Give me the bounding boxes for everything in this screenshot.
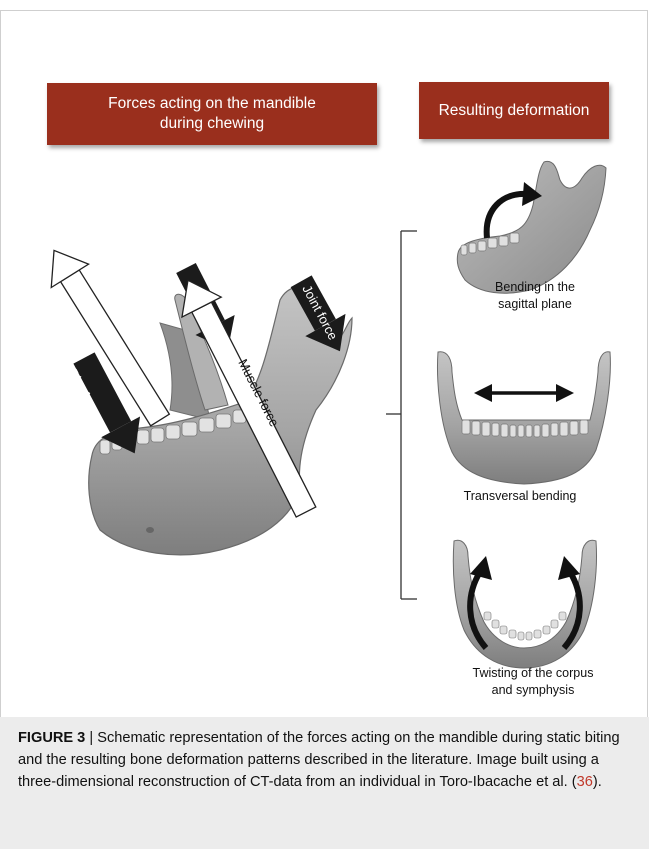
transversal-bending-arrow (474, 384, 574, 402)
sagittal-bending-caption: Bending in the sagittal plane (455, 279, 615, 313)
twisting-mandible-image (453, 540, 596, 668)
twisting-caption-line2: and symphysis (428, 682, 638, 699)
transversal-bending-caption: Transversal bending (420, 488, 620, 505)
twisting-caption: Twisting of the corpus and symphysis (428, 665, 638, 699)
twisting-caption-line1: Twisting of the corpus (428, 665, 638, 682)
caption-separator: | (85, 730, 97, 746)
transversal-mandible-image (438, 352, 611, 484)
sagittal-caption-line2: sagittal plane (455, 296, 615, 313)
figure-label: FIGURE 3 (18, 730, 85, 746)
figure-illustration: Bite force Muscle force Joint force (0, 0, 649, 717)
deformation-bracket (386, 231, 417, 599)
sagittal-mandible-image (457, 161, 606, 293)
sagittal-caption-line1: Bending in the (455, 279, 615, 296)
caption-end: ). (593, 774, 602, 790)
reference-link[interactable]: 36 (577, 774, 593, 790)
caption-body: Schematic representation of the forces a… (18, 730, 620, 790)
figure-caption: FIGURE 3 | Schematic representation of t… (18, 727, 633, 793)
